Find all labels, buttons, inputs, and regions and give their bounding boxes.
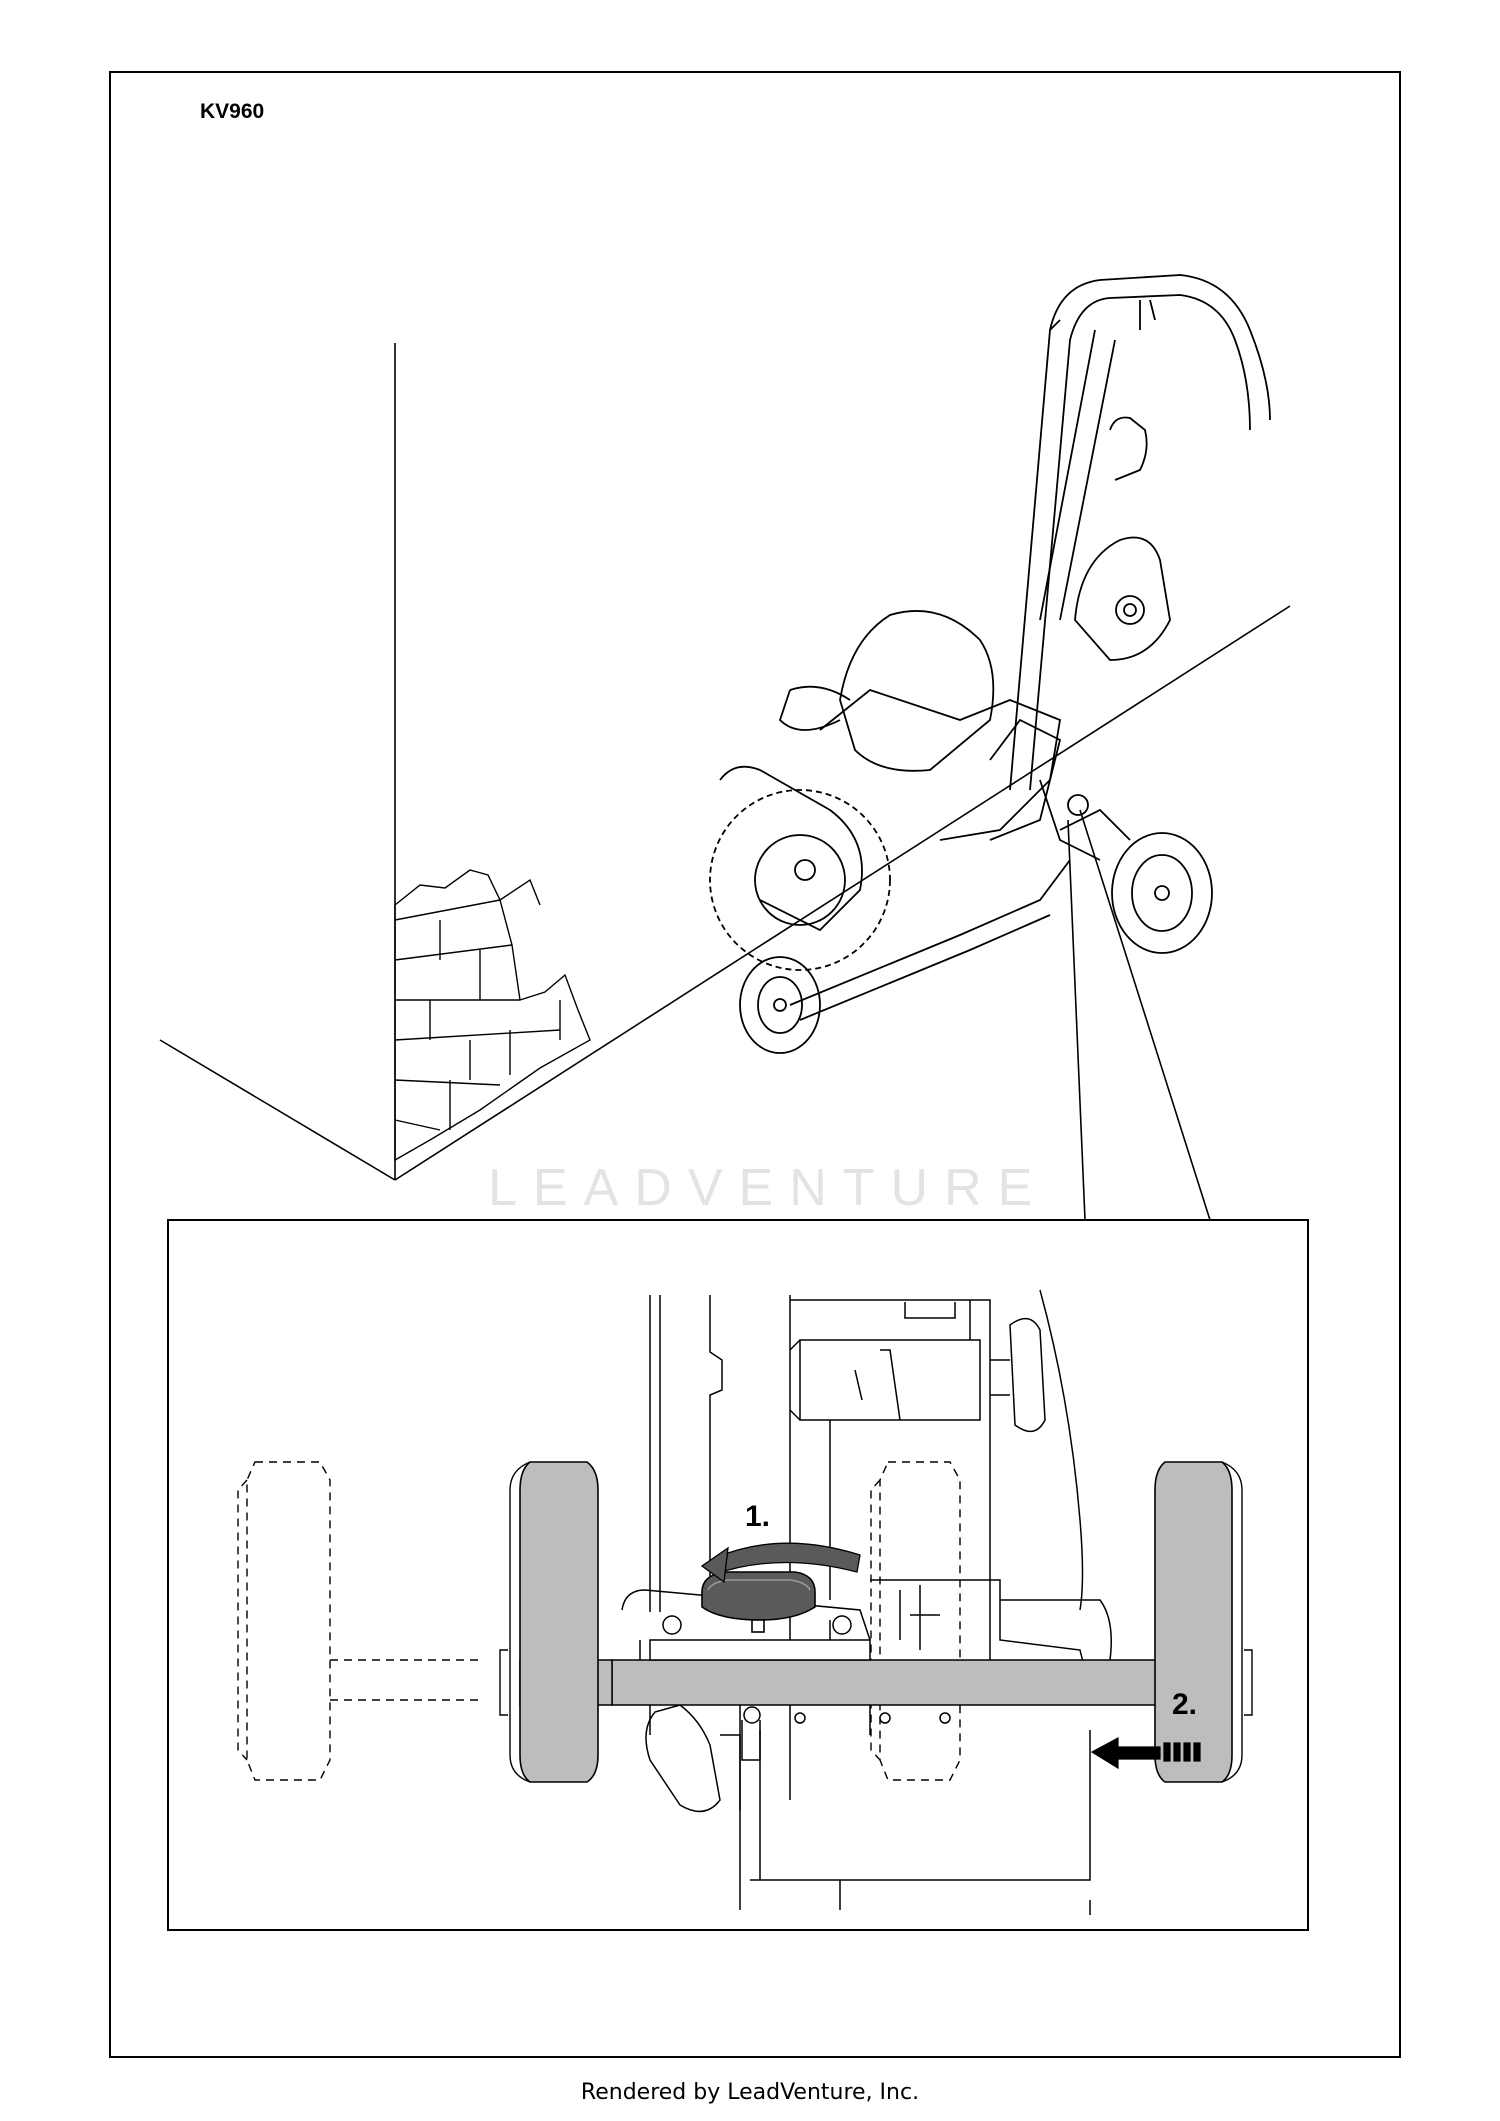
axle-clamp [649,1615,951,1761]
ghost-wheels [237,1461,961,1781]
model-label: KV960 [200,100,265,123]
page-frame [109,71,1401,2058]
curved-arrow-icon [700,1542,861,1584]
axle [611,1659,1173,1706]
locking-knob [701,1571,816,1633]
step-2-label: 2. [1172,1688,1198,1721]
wall-scene [159,343,1291,1181]
left-wheel [499,1461,599,1783]
step-1-label: 1. [745,1500,771,1533]
watermark-text: LEADVENTURE [488,1159,1049,1217]
footer-credit: Rendered by LeadVenture, Inc. [580,2080,920,2105]
push-arrow-icon [1090,1736,1201,1770]
broken-brick-wall [394,869,591,1162]
right-wheel [1154,1461,1253,1783]
power-cutter-cart [709,274,1271,1054]
callout-lines [1067,809,1211,1221]
